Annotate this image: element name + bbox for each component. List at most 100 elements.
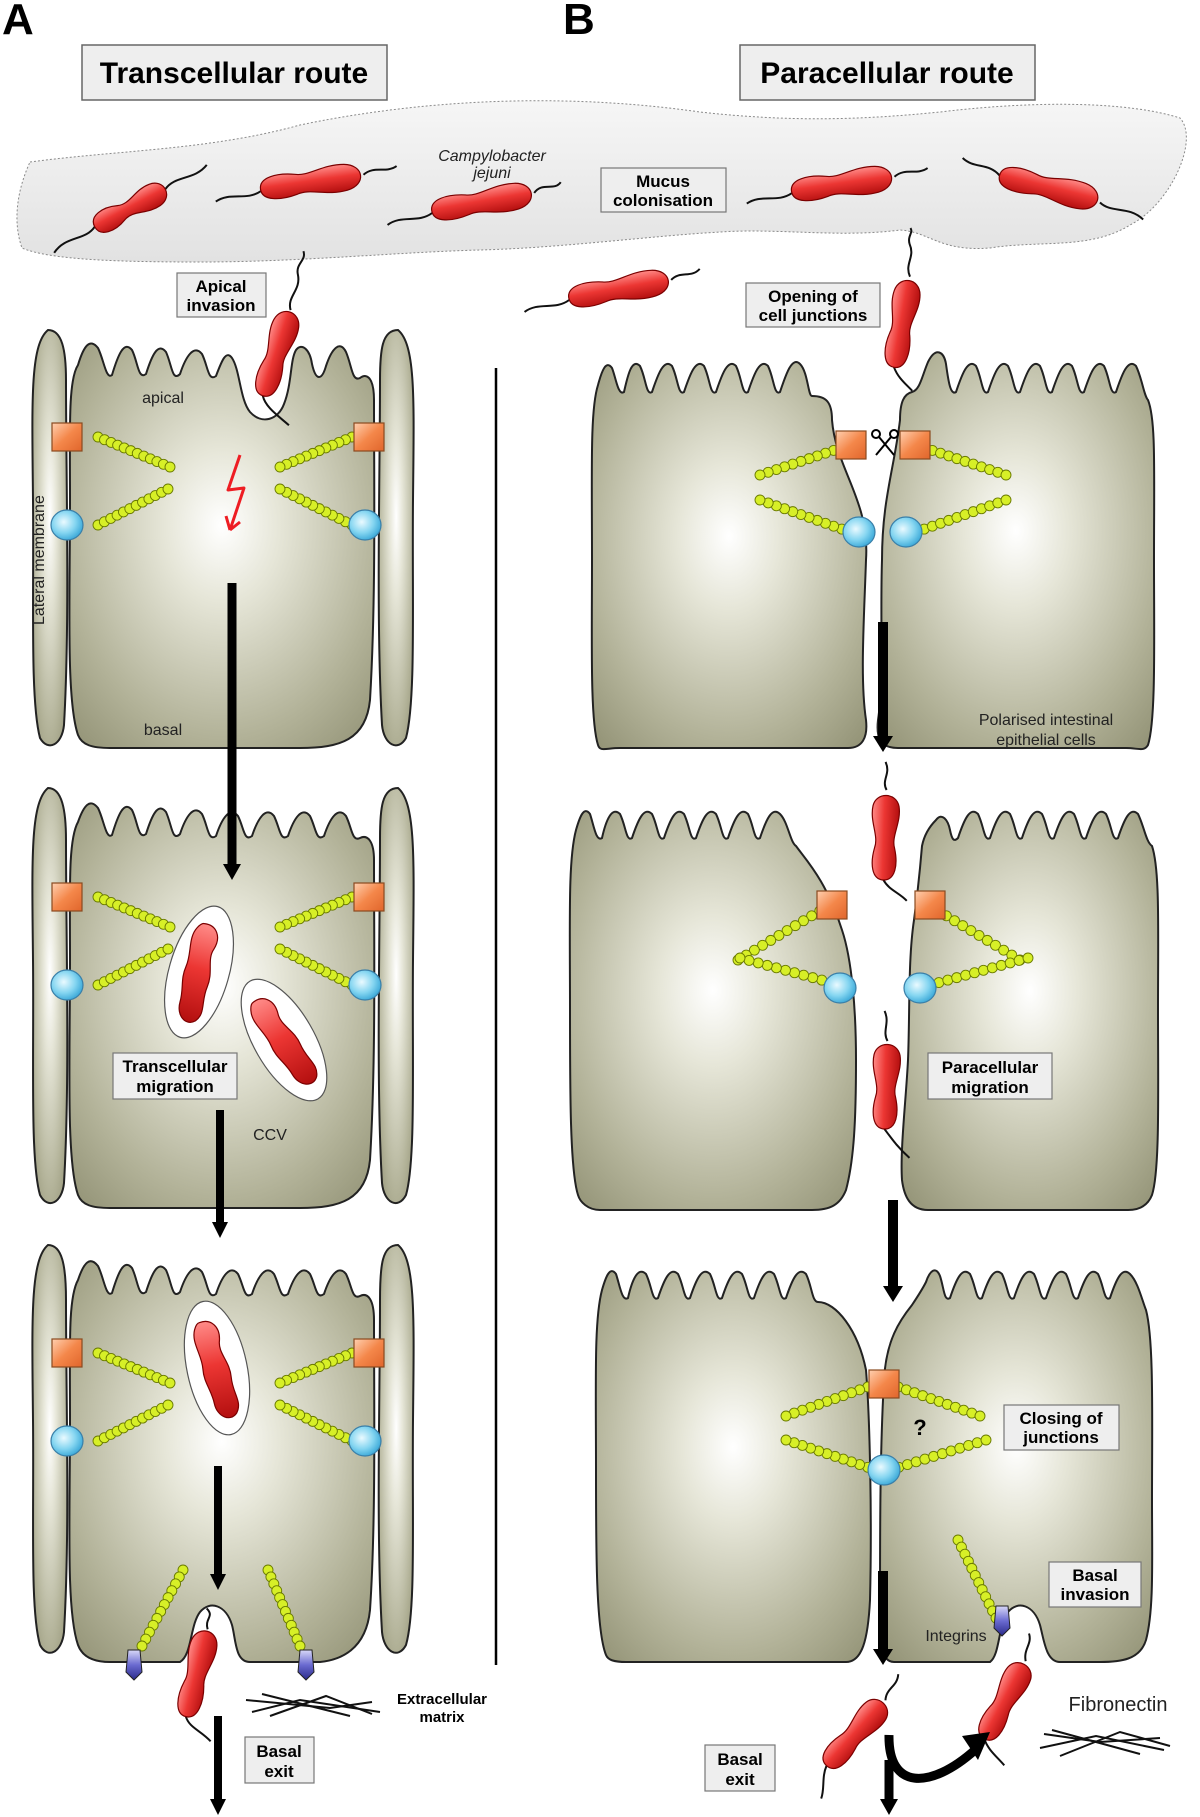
basal-invasion-label: Basal invasion bbox=[1048, 1561, 1142, 1608]
bacterium bbox=[961, 157, 1144, 221]
adherens-junction bbox=[348, 509, 382, 541]
bacterium bbox=[53, 164, 208, 254]
closing-junctions-line1: Closing of bbox=[1019, 1409, 1102, 1428]
bacterium bbox=[177, 1607, 218, 1743]
mucus-label-line1: Mucus bbox=[636, 172, 690, 191]
bacterium bbox=[523, 268, 701, 313]
tight-junction bbox=[835, 430, 867, 460]
epithelial-cell-left bbox=[590, 361, 868, 751]
basal-exit-line1-b: Basal bbox=[717, 1750, 762, 1769]
vacuole bbox=[183, 1300, 251, 1436]
arrow-down-icon bbox=[873, 622, 893, 752]
actin-fibre bbox=[92, 483, 174, 531]
basal-label: basal bbox=[144, 722, 182, 739]
tight-junction bbox=[816, 890, 848, 920]
arrow-down-icon bbox=[212, 1110, 228, 1238]
integrin bbox=[125, 1649, 143, 1681]
question-mark: ? bbox=[913, 1415, 926, 1440]
paracellular-migration-line2: migration bbox=[951, 1078, 1028, 1097]
adherens-junction bbox=[50, 509, 84, 541]
mucus-label-line2: colonisation bbox=[613, 191, 713, 210]
paracellular-migration-line1: Paracellular bbox=[942, 1058, 1039, 1077]
panel-b-title-text: Paracellular route bbox=[760, 57, 1013, 90]
actin-fibre bbox=[136, 1564, 189, 1652]
curved-arrowhead-icon bbox=[962, 1732, 990, 1760]
tight-junction bbox=[899, 430, 931, 460]
actin-fibre bbox=[262, 1564, 306, 1652]
side-cell-right bbox=[377, 1243, 415, 1654]
adherens-junction bbox=[50, 1425, 84, 1457]
basal-exit-label: Basal exit bbox=[244, 1736, 315, 1784]
panel-a-title-text: Transcellular route bbox=[100, 57, 368, 90]
basal-exit-line2-b: exit bbox=[725, 1770, 755, 1789]
panel-a-title: Transcellular route bbox=[81, 44, 388, 101]
adherens-junction bbox=[348, 1425, 382, 1457]
adherens-junction bbox=[50, 969, 84, 1001]
adherens-junction bbox=[903, 972, 937, 1004]
integrins-label: Integrins bbox=[925, 1628, 986, 1645]
signalling-bolt-icon bbox=[224, 454, 246, 532]
actin-fibre bbox=[92, 891, 176, 933]
epithelial-cell-right bbox=[876, 351, 1156, 751]
tight-junction bbox=[353, 882, 385, 912]
actin-fibre bbox=[92, 1399, 174, 1447]
actin-fibre bbox=[274, 891, 358, 933]
tight-junction bbox=[51, 422, 83, 452]
vacuole bbox=[240, 978, 328, 1102]
adherens-junction bbox=[867, 1454, 901, 1486]
basal-invasion-line2: invasion bbox=[1061, 1585, 1130, 1604]
arrow-down-icon bbox=[210, 1716, 226, 1815]
actin-fibre bbox=[92, 431, 176, 473]
actin-fibre bbox=[274, 1347, 358, 1389]
apical-invasion-line1: Apical bbox=[195, 277, 246, 296]
arrow-down-icon bbox=[883, 1200, 903, 1302]
tight-junction bbox=[914, 890, 946, 920]
ecm-label-2: matrix bbox=[419, 1709, 465, 1726]
adherens-junction bbox=[823, 972, 857, 1004]
side-cell-right bbox=[377, 786, 415, 1205]
closing-junctions-label: Closing of junctions bbox=[1003, 1404, 1120, 1451]
bacterium bbox=[872, 1010, 911, 1159]
side-cell-right bbox=[377, 328, 415, 747]
epithelial-cell bbox=[68, 342, 376, 749]
basal-exit-label: Basal exit bbox=[704, 1744, 776, 1792]
ecm-label-1: Extracellular bbox=[397, 1691, 487, 1708]
panel-b-title: Paracellular route bbox=[739, 44, 1036, 101]
actin-fibre bbox=[274, 483, 358, 531]
actin-fibre bbox=[754, 494, 856, 538]
tight-junction bbox=[51, 1338, 83, 1368]
epithelial-cell-left bbox=[568, 810, 858, 1211]
scissors-icon bbox=[871, 429, 899, 456]
actin-fibre bbox=[92, 943, 174, 991]
actin-fibre bbox=[780, 1378, 882, 1422]
tight-junction bbox=[353, 1338, 385, 1368]
basal-exit-line1: Basal bbox=[256, 1742, 301, 1761]
apical-invasion-label: Apical invasion bbox=[176, 272, 267, 318]
epithelial-cell-right bbox=[900, 810, 1160, 1211]
epithelial-cell-left bbox=[594, 1270, 872, 1663]
actin-fibre bbox=[92, 1347, 176, 1389]
epithelial-cells-label-1: Polarised intestinal bbox=[979, 712, 1113, 729]
basal-exit-line2: exit bbox=[264, 1762, 294, 1781]
transcellular-migration-line1: Transcellular bbox=[123, 1057, 228, 1076]
transcellular-migration-label: Transcellular migration bbox=[112, 1052, 238, 1100]
fibronectin-label: Fibronectin bbox=[1069, 1694, 1168, 1716]
closing-junctions-line2: junctions bbox=[1022, 1428, 1099, 1447]
tight-junction bbox=[868, 1369, 900, 1399]
opening-junctions-line2: cell junctions bbox=[759, 306, 868, 325]
tight-junction bbox=[353, 422, 385, 452]
fibronectin-fibres bbox=[1039, 1729, 1171, 1757]
adherens-junction bbox=[842, 516, 876, 548]
apical-invasion-line2: invasion bbox=[187, 296, 256, 315]
bacterium bbox=[884, 227, 921, 392]
tight-junction bbox=[51, 882, 83, 912]
epithelial-cell bbox=[68, 1260, 376, 1663]
arrow-down-icon bbox=[223, 583, 241, 880]
vacuole bbox=[164, 905, 234, 1039]
bacterium bbox=[746, 165, 929, 205]
organism-label-1: Campylobacter bbox=[438, 148, 546, 165]
arrow-down-icon bbox=[880, 1760, 898, 1815]
bacterium bbox=[386, 181, 562, 226]
bacterium bbox=[820, 1674, 900, 1799]
